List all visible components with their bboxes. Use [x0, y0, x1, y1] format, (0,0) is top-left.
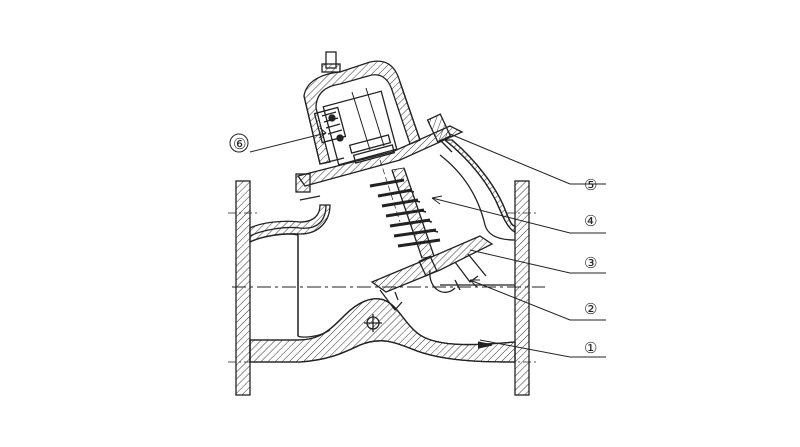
callout-2: ②	[584, 300, 597, 318]
valve-body	[249, 139, 516, 363]
callout-3: ③	[584, 254, 597, 272]
callout-labels: ⑥ ⑤ ④ ③ ② ①	[229, 133, 597, 357]
right-flange	[507, 180, 537, 396]
callout-6: ⑥	[233, 135, 246, 153]
valve-stem	[379, 159, 435, 259]
callout-1: ①	[584, 339, 597, 357]
callout-4: ④	[584, 212, 597, 230]
left-flange	[228, 180, 258, 396]
actuator-housing	[303, 51, 421, 166]
callout-5: ⑤	[584, 176, 597, 194]
leader-lines	[249, 127, 606, 358]
disc-assembly	[370, 235, 494, 312]
